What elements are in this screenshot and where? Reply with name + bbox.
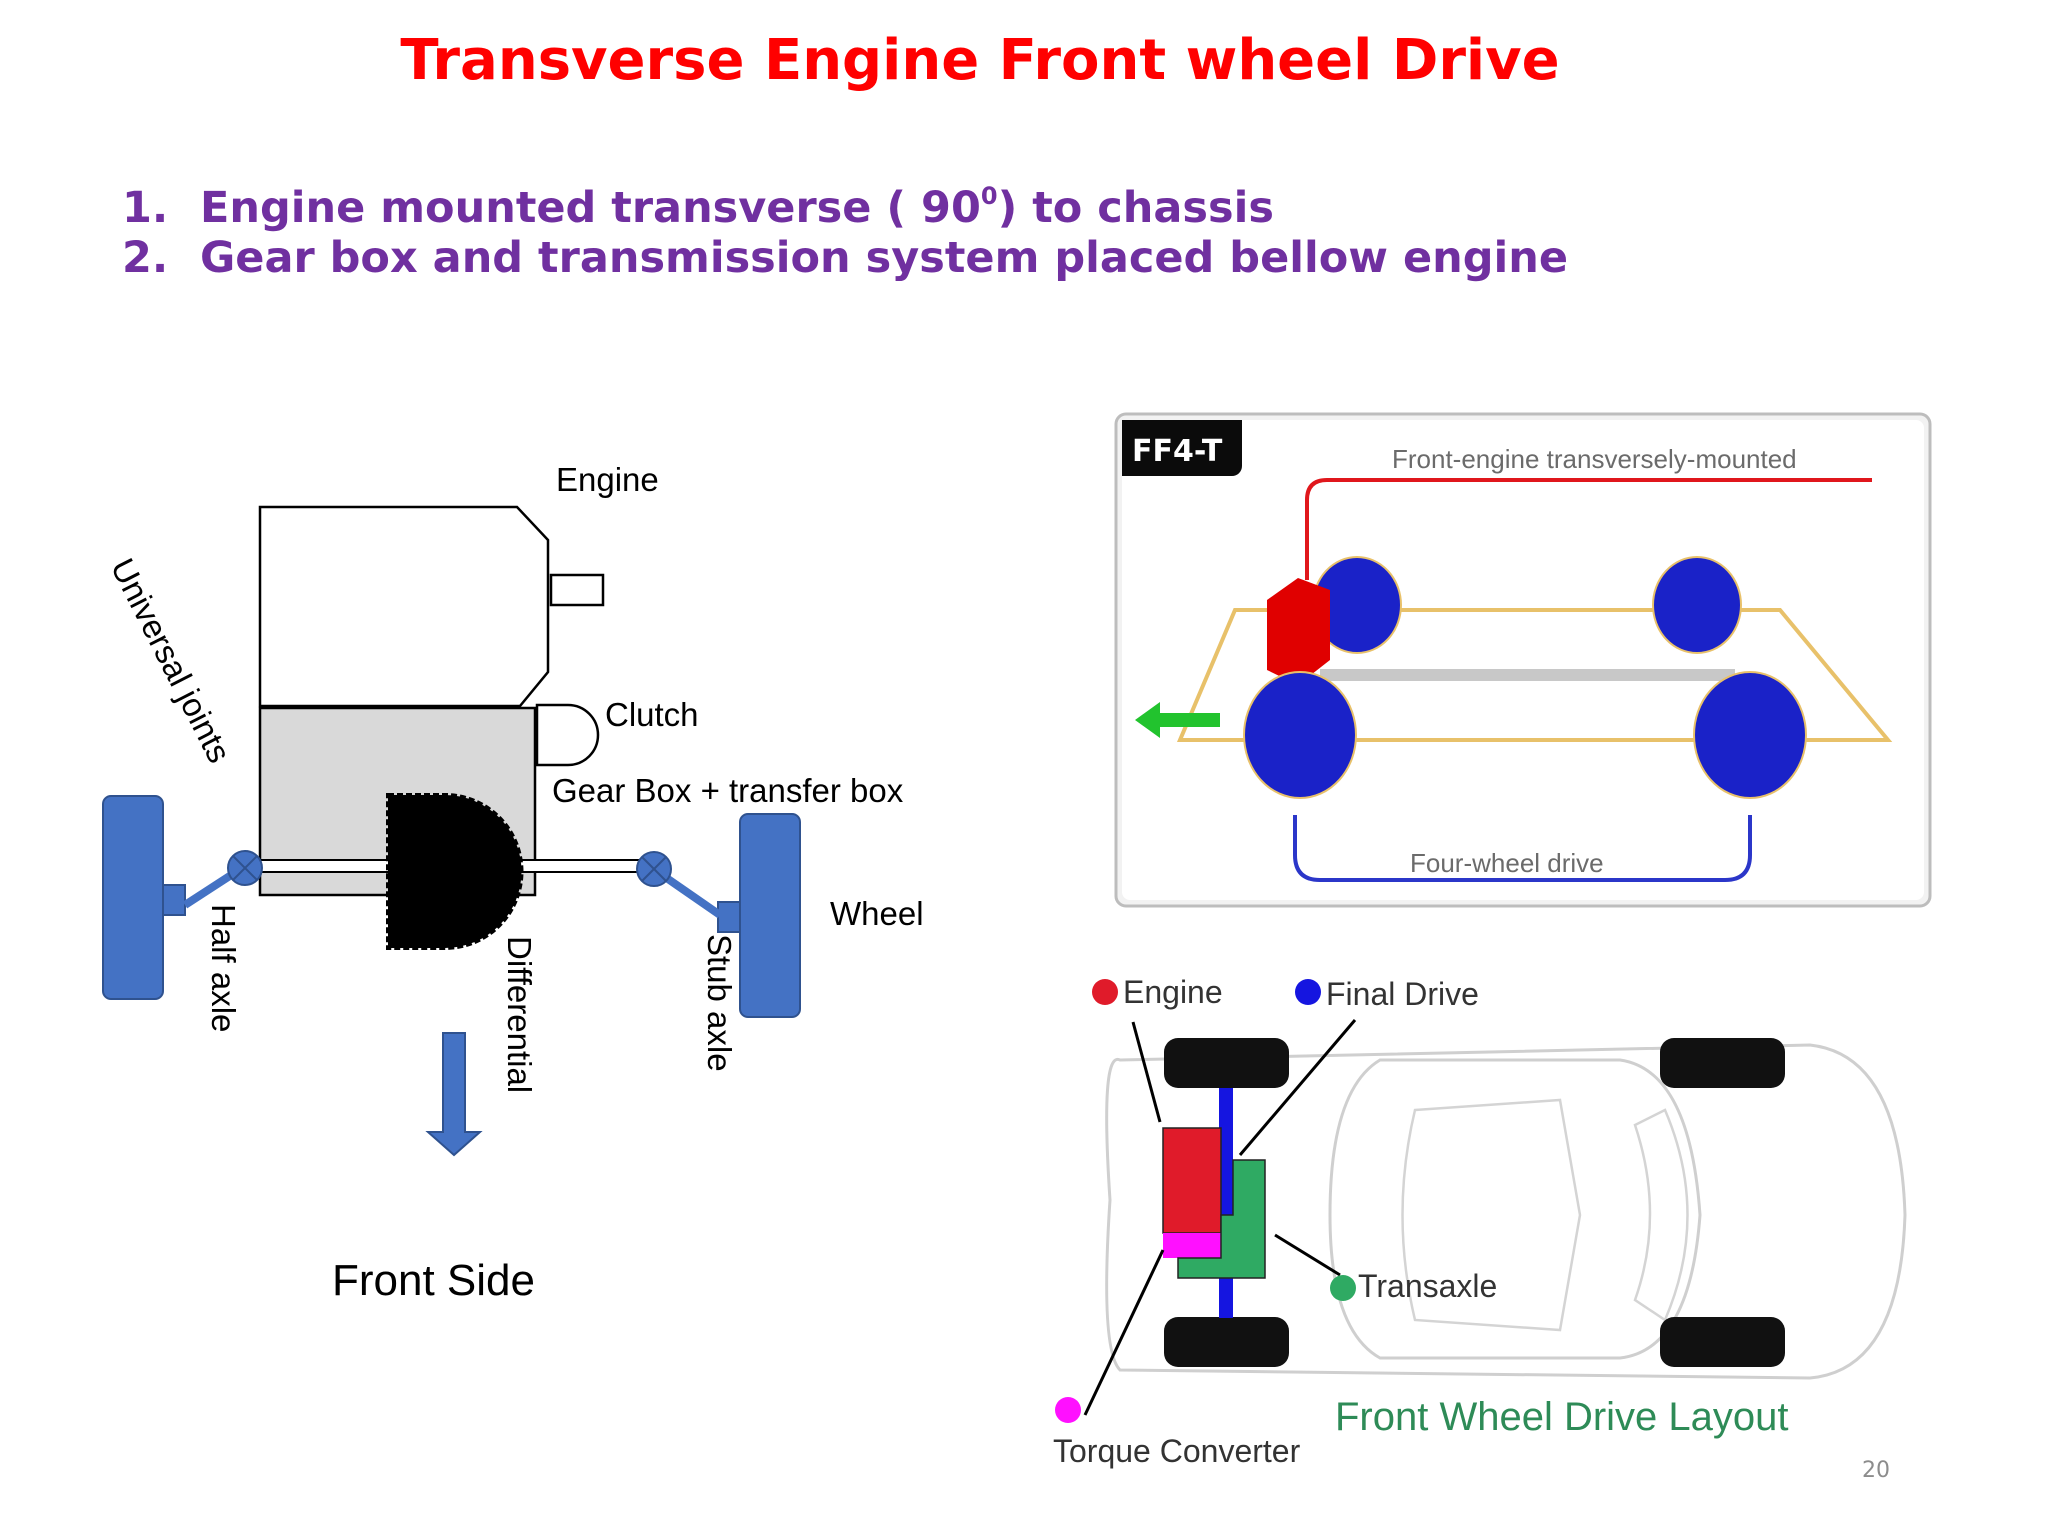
panel-inner	[1122, 420, 1924, 900]
bullet-number: 1.	[122, 183, 169, 233]
rear-upper-tyre	[1660, 1038, 1785, 1088]
car-body-outline	[1105, 1043, 1907, 1380]
left-universal-joint	[227, 850, 263, 886]
engine-stub	[549, 573, 605, 607]
windshield-outline	[1401, 1098, 1582, 1332]
stub-axle-label: Stub axle	[701, 934, 738, 1072]
engine-block	[258, 505, 550, 708]
final-drive-legend-label: Final Drive	[1326, 976, 1479, 1012]
panel-frame	[1114, 412, 1932, 908]
four-wheel-bracket	[1293, 815, 1752, 882]
front-side-label: Front Side	[332, 1256, 535, 1305]
bullet-list: 1. Engine mounted transverse ( 900) to ch…	[122, 165, 1568, 289]
differential-shape	[386, 793, 524, 950]
final-drive-callout-arrow	[1238, 1019, 1357, 1156]
front-upper-tyre	[1164, 1038, 1289, 1088]
front-right-wheel	[1693, 671, 1807, 799]
differential-label: Differential	[501, 936, 538, 1093]
clutch-shape	[535, 703, 600, 767]
gearbox-label: Gear Box + transfer box	[552, 772, 904, 809]
car-cabin-outline	[1328, 1058, 1702, 1360]
bullet-text-end: ) to chassis	[997, 183, 1274, 233]
bottom-label: Four-wheel drive	[1410, 848, 1604, 878]
half-axle-label: Half axle	[205, 904, 242, 1032]
layout-caption: Front Wheel Drive Layout	[1335, 1395, 1789, 1439]
universal-joints-label: Universal joints	[104, 552, 239, 768]
bullet-text: Engine mounted transverse ( 90	[200, 183, 981, 233]
transverse-drivetrain-diagram: Engine Clutch Gear Box + transfer box Wh…	[102, 461, 924, 1305]
transaxle-block	[1177, 1159, 1266, 1279]
torque-converter-legend-label: Torque Converter	[1053, 1433, 1301, 1469]
right-universal-joint	[636, 851, 672, 887]
front-lower-tyre	[1164, 1317, 1289, 1367]
engine-legend-dot	[1092, 979, 1118, 1005]
bullet-text: Gear box and transmission system placed …	[200, 233, 1569, 283]
direction-arrow-green	[1135, 702, 1220, 738]
transaxle-legend-dot	[1330, 1275, 1356, 1301]
engine-legend-label: Engine	[1123, 974, 1223, 1010]
bullet-number: 2.	[122, 233, 169, 283]
rear-left-wheel	[1312, 556, 1402, 654]
left-wheel	[102, 795, 164, 1000]
torque-converter-callout-arrow	[1083, 1249, 1165, 1416]
engine-callout-arrow	[1131, 1021, 1162, 1123]
transaxle-legend-label: Transaxle	[1358, 1268, 1497, 1304]
rear-lower-tyre	[1660, 1317, 1785, 1367]
engine-callout-line	[1305, 478, 1872, 580]
front-left-wheel	[1243, 671, 1357, 799]
bullet-superscript: 0	[980, 182, 998, 210]
engine-label: Engine	[556, 461, 659, 498]
front-direction-arrow	[425, 1032, 483, 1157]
rear-window-outline	[1633, 1108, 1689, 1322]
left-hub	[162, 884, 186, 916]
engine-block-red	[1162, 1127, 1222, 1234]
top-label: Front-engine transversely-mounted	[1392, 444, 1797, 474]
torque-converter-legend-dot	[1055, 1397, 1081, 1423]
bullet-item: 2. Gear box and transmission system place…	[122, 227, 1568, 289]
badge-label: FF4-T	[1132, 434, 1223, 469]
wheel-label: Wheel	[830, 895, 924, 932]
final-drive-shaft	[1219, 1088, 1233, 1318]
page-number: 20	[1862, 1458, 1890, 1483]
final-drive-legend-dot	[1295, 979, 1321, 1005]
chassis-frame	[1176, 608, 1893, 742]
transaxle-callout-arrow	[1274, 1233, 1341, 1277]
clutch-label: Clutch	[605, 696, 699, 733]
torque-converter-block	[1163, 1233, 1221, 1258]
rear-right-wheel	[1652, 556, 1742, 654]
right-hub	[717, 901, 741, 933]
bullet-item: 1. Engine mounted transverse ( 900) to ch…	[122, 165, 1568, 233]
badge-shape	[1122, 420, 1242, 476]
right-wheel	[739, 813, 801, 1018]
slide-title: Transverse Engine Front wheel Drive	[400, 28, 1560, 93]
engine-block-red	[1267, 578, 1330, 685]
